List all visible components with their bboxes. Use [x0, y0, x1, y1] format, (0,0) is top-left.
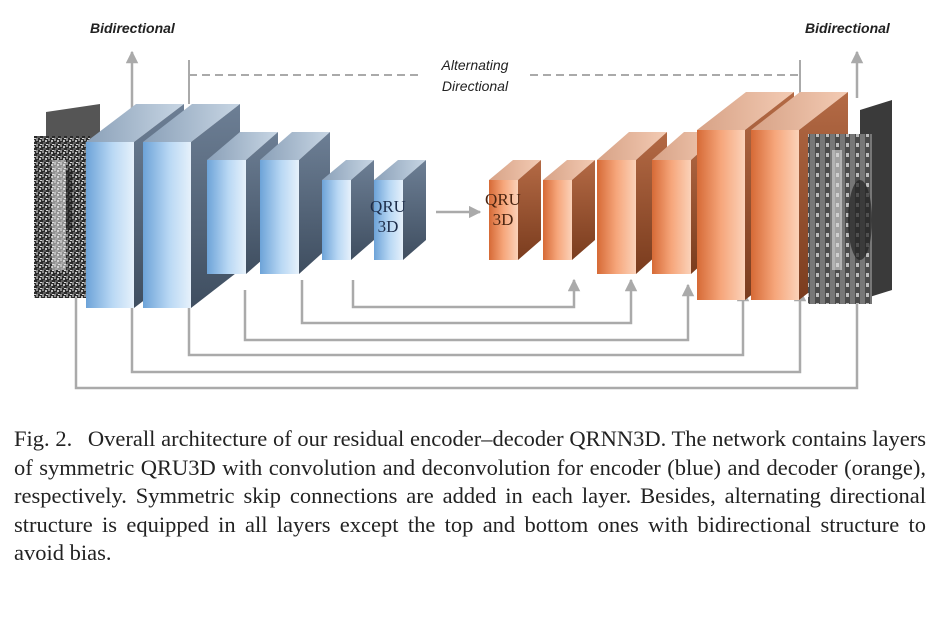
encoder-block-4: [260, 132, 330, 274]
bidirectional-label-left: Bidirectional: [90, 20, 176, 36]
encoder-block-5: [322, 160, 374, 260]
figure-number: Fig. 2.: [14, 426, 73, 451]
figure-caption: Fig. 2. Overall architecture of our resi…: [14, 425, 926, 568]
output-clean-image: [808, 100, 892, 304]
decoder-block-1: QRU 3D: [485, 160, 541, 260]
encoder-block-6: QRU 3D: [370, 160, 426, 260]
bidirectional-label-right: Bidirectional: [805, 20, 891, 36]
encoder-qru-label: QRU: [370, 197, 406, 216]
caption-text: Overall architecture of our residual enc…: [14, 426, 927, 566]
alternating-label-line1: Alternating: [441, 57, 509, 73]
decoder-block-2: [543, 160, 595, 260]
encoder-3d-label: 3D: [378, 217, 399, 236]
architecture-diagram: Bidirectional Bidirectional Alternating …: [34, 20, 892, 390]
skip-connections: [74, 278, 864, 390]
decoder-qru-label: QRU: [485, 190, 521, 209]
decoder-3d-label: 3D: [493, 210, 514, 229]
alternating-label-line2: Directional: [442, 78, 509, 94]
